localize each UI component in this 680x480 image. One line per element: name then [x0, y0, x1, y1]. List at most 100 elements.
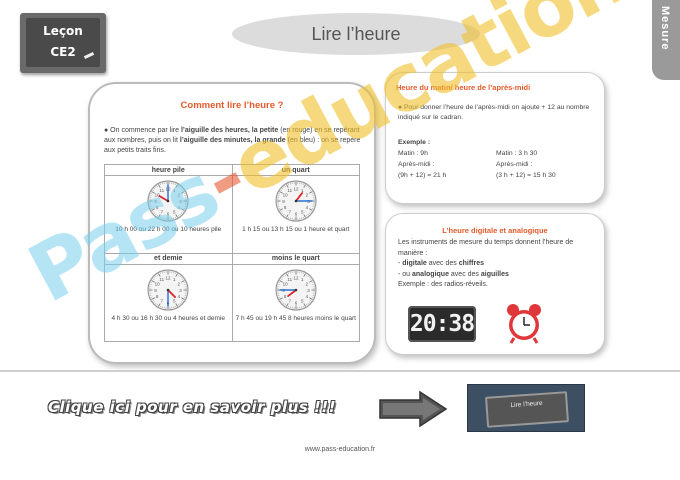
- clock-number: 12: [293, 275, 299, 280]
- cell-header: et demie: [104, 252, 233, 265]
- clock-tick: [160, 305, 162, 307]
- clock-tick: [160, 272, 162, 274]
- clock-tick: [178, 303, 180, 305]
- clock-tick: [282, 213, 285, 216]
- clock-tick: [307, 275, 309, 277]
- clock-tick: [156, 303, 159, 305]
- clock-tick: [182, 278, 184, 280]
- badge-lesson-label: Leçon: [43, 24, 83, 38]
- clock-number: 1: [173, 276, 176, 281]
- clock-tick: [281, 188, 283, 190]
- clock-number: 12: [293, 186, 299, 191]
- clock-tick: [305, 215, 308, 217]
- intro-text: (en rouge) en se repérant aux nombres, p…: [104, 127, 360, 144]
- clock-tick: [156, 215, 159, 217]
- clock-tick: [175, 216, 177, 219]
- digital-analog-panel: L’heure digitale et analogique Les instr…: [385, 213, 605, 355]
- clock-tick: [280, 189, 282, 191]
- clock-tick: [302, 305, 304, 307]
- clock-caption: 1 h 15 ou 13 h 15 ou 1 heure et quart: [242, 226, 350, 233]
- clock-number: 7: [288, 210, 291, 215]
- clock-tick: [153, 276, 156, 278]
- clock-tick: [284, 274, 286, 276]
- side-tab[interactable]: Mesure: [652, 0, 680, 80]
- clock-number: 6: [167, 211, 170, 216]
- clock-tick: [278, 281, 280, 283]
- clock-tick: [160, 183, 162, 186]
- clock-tick: [153, 188, 156, 190]
- clock-tick: [175, 183, 177, 186]
- clock-tick: [303, 214, 306, 218]
- clock-tick: [184, 296, 186, 298]
- clock-number: 2: [305, 193, 308, 198]
- cell-header: un quart: [231, 164, 360, 176]
- example-morning-1: Matin : 9h: [398, 150, 428, 157]
- footer-url[interactable]: www.pass-education.fr: [304, 446, 376, 453]
- clock-tick: [182, 189, 184, 191]
- clock-tick: [282, 275, 285, 277]
- lesson-badge: Leçon CE2: [20, 13, 106, 73]
- clock-tick: [307, 302, 309, 304]
- lesson-thumbnail[interactable]: Lire l’heure: [467, 384, 585, 432]
- hour-hand: [294, 192, 303, 202]
- clock-tick: [184, 193, 186, 195]
- clock-tick: [287, 305, 289, 307]
- clock-tick: [308, 188, 311, 190]
- example-calc-2: (3 h + 12) = 15 h 30: [496, 172, 556, 179]
- clock-number: 9: [154, 199, 157, 204]
- clock-tick: [308, 191, 313, 194]
- clock-tick: [152, 278, 155, 280]
- how-to-read-panel: Comment lire l’heure ? ● On commence par…: [88, 82, 376, 364]
- clock-tick: [309, 278, 312, 280]
- clock-tick: [175, 184, 179, 188]
- clock-tick: [175, 302, 179, 307]
- clock-tick: [302, 272, 304, 274]
- clock-tick: [182, 299, 184, 301]
- example-calc-1: (9h + 12) = 21 h: [398, 172, 447, 179]
- clock-number: 8: [156, 205, 159, 210]
- clock-tick: [308, 301, 311, 303]
- clock-number: 6: [294, 211, 297, 216]
- clock-number: 1: [173, 188, 176, 193]
- clock-center: [166, 288, 170, 291]
- clock-number: 3: [179, 199, 182, 204]
- cell-header: heure pile: [104, 164, 233, 176]
- clock-tick: [151, 279, 156, 283]
- clock-number: 4: [178, 205, 181, 210]
- clock-tick: [156, 274, 159, 276]
- clock-cell: 123456789101112 10 h 00 ou 22 h 00 ou 10…: [104, 175, 233, 254]
- clock-tick: [302, 216, 304, 219]
- clock-tick: [175, 305, 177, 307]
- clock-number: 10: [282, 193, 288, 198]
- clock-number: 11: [160, 276, 165, 281]
- panel-title: L’heure digitale et analogique: [442, 226, 548, 235]
- cell-header: moins le quart: [231, 252, 360, 265]
- thumbnail-label: Lire l’heure: [510, 399, 543, 410]
- clock-number: 7: [288, 298, 291, 303]
- learn-more-link[interactable]: Clique ici pour en savoir plus !!!: [48, 398, 337, 416]
- text-bold: digitale: [402, 260, 427, 267]
- clock-number: 8: [156, 294, 159, 299]
- clock-number: 3: [179, 287, 182, 292]
- clock-tick: [280, 278, 282, 280]
- example-afternoon-2: Après-midi :: [496, 161, 533, 168]
- clock-tick: [278, 193, 280, 195]
- clock-tick: [281, 276, 283, 278]
- clock-tick: [281, 301, 283, 303]
- clock-center: [166, 199, 170, 203]
- divider: [0, 370, 680, 372]
- clock-cell: 123456789101112 1 h 15 ou 13 h 15 ou 1 h…: [231, 175, 360, 254]
- arrow-right-icon[interactable]: [378, 390, 448, 428]
- text-fragment: avec des: [448, 270, 481, 278]
- clock-number: 1: [301, 276, 304, 281]
- clock-tick: [181, 279, 185, 283]
- clock-tick: [278, 207, 280, 209]
- example-label: Exemple :: [398, 139, 431, 146]
- clock-caption: 4 h 30 ou 16 h 30 ou 4 heures et demie: [111, 314, 225, 322]
- clock-icon: 123456789101112: [275, 180, 317, 222]
- clock-tick: [279, 208, 283, 211]
- clock-tick: [287, 216, 289, 219]
- clock-tick: [181, 296, 185, 300]
- clock-number: 5: [173, 298, 176, 303]
- clock-tick: [184, 207, 186, 209]
